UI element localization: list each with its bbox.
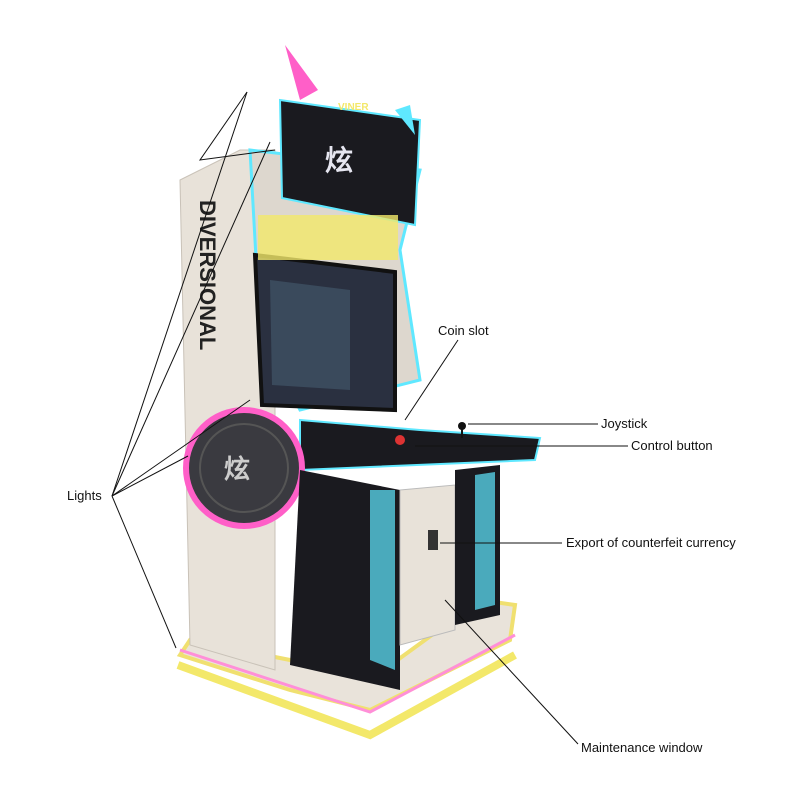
label-control-button: Control button: [631, 438, 713, 453]
leader-lines: [111, 91, 628, 745]
label-maintenance-window: Maintenance window: [581, 740, 703, 755]
control-panel: [299, 418, 542, 472]
label-export-counterfeit: Export of counterfeit currency: [566, 535, 736, 550]
svg-text:炫: 炫: [325, 144, 353, 176]
svg-text:炫: 炫: [224, 454, 250, 484]
marquee: [278, 98, 422, 227]
counterfeit-export-slot: [428, 530, 438, 550]
maintenance-door: [399, 484, 456, 646]
label-lights: Lights: [67, 488, 102, 503]
label-coin-slot: Coin slot: [438, 323, 489, 338]
base-light-strip: [176, 651, 517, 740]
light-ring: [183, 407, 305, 529]
svg-text:VINER: VINER: [338, 102, 369, 113]
side-text-graphic: DIVERSIONAL: [195, 200, 220, 350]
label-joystick: Joystick: [601, 416, 648, 431]
